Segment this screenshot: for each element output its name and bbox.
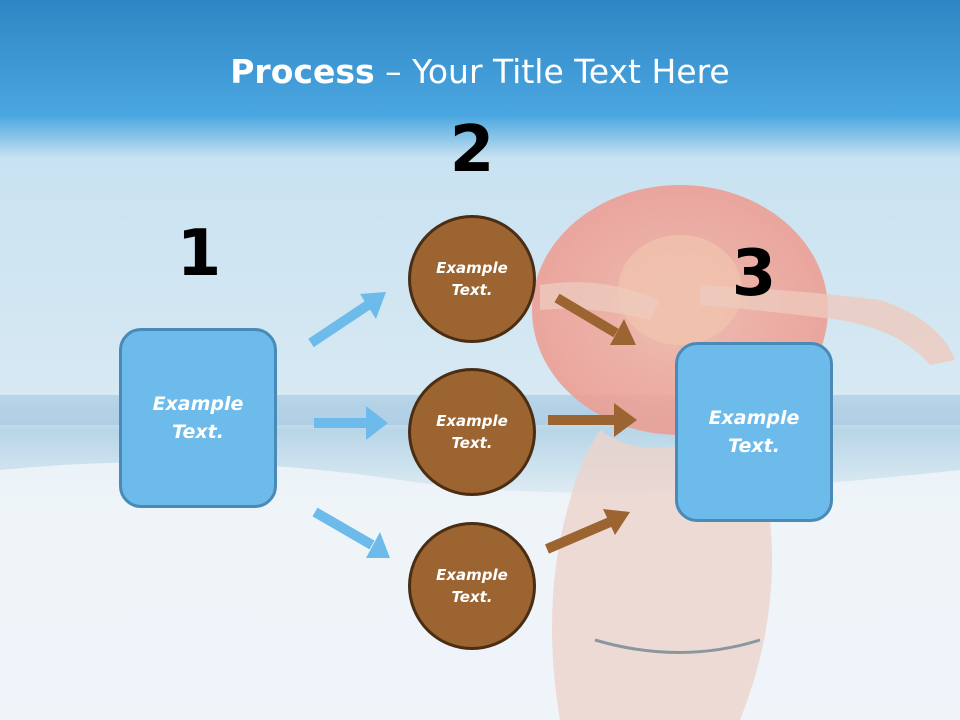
arrow-2c-to-3 — [545, 509, 630, 554]
step-2-middle-text: Example Text. — [436, 411, 508, 453]
step-2-bottom-text: Example Text. — [436, 565, 508, 607]
step-2-circle-top: Example Text. — [408, 215, 536, 343]
step-number-1: 1 — [176, 217, 222, 291]
title-bold: Process — [230, 52, 375, 91]
step-1-text: Example Text. — [152, 392, 244, 444]
step-3-text: Example Text. — [708, 406, 800, 458]
step-3-box: Example Text. — [675, 342, 833, 522]
slide-title: Process – Your Title Text Here — [0, 52, 960, 91]
arrow-2b-to-3 — [548, 403, 637, 437]
step-2-circle-middle: Example Text. — [408, 368, 536, 496]
step-2-circle-bottom: Example Text. — [408, 522, 536, 650]
arrow-1-to-2a — [308, 292, 386, 348]
arrow-1-to-2b — [314, 406, 388, 440]
arrow-2a-to-3 — [554, 293, 636, 345]
step-2-top-text: Example Text. — [436, 258, 508, 300]
step-number-2: 2 — [449, 113, 495, 187]
step-number-3: 3 — [731, 237, 777, 311]
title-rest: – Your Title Text Here — [374, 52, 730, 91]
arrow-1-to-2c — [312, 507, 390, 558]
step-1-box: Example Text. — [119, 328, 277, 508]
